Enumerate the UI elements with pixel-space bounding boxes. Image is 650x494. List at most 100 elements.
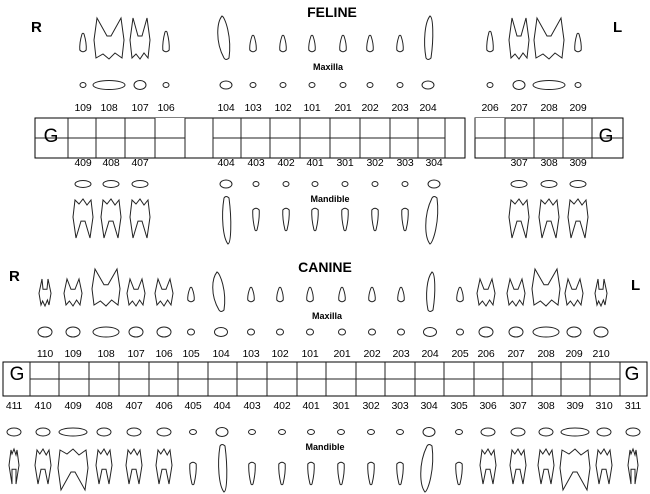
occlusal-view — [219, 179, 233, 189]
feline-upper-tooth-number: 104 — [217, 102, 235, 114]
canine-right-label: R — [9, 268, 20, 285]
canine-lower-tooth-number: 307 — [509, 400, 527, 412]
canine-upper-tooth-number: 109 — [64, 348, 82, 360]
feline-mandible-label: Mandible — [310, 194, 350, 204]
occlusal-view — [538, 427, 554, 437]
feline-lower-tooth-number: 308 — [540, 157, 558, 169]
occlusal-view — [74, 180, 92, 188]
canine-lower-tooth-number: 310 — [595, 400, 613, 412]
incisor-tooth — [366, 34, 374, 53]
occlusal-view — [368, 328, 376, 336]
feline-lower-tooth-number: 303 — [396, 157, 414, 169]
premolar-tooth — [93, 16, 125, 60]
occlusal-view — [396, 429, 404, 435]
molar-tooth — [559, 448, 591, 492]
incisor-tooth — [187, 286, 195, 303]
premolar-tooth — [564, 277, 584, 307]
feline-upper-tooth-number: 108 — [100, 102, 118, 114]
feline-upper-tooth-number: 201 — [334, 102, 352, 114]
occlusal-view — [92, 80, 126, 90]
canine-lower-tooth-number: 410 — [34, 400, 52, 412]
occlusal-view — [337, 429, 345, 435]
premolar-tooth — [63, 277, 83, 307]
feline-lower-tooth-number: 407 — [131, 157, 149, 169]
occlusal-view — [282, 181, 290, 187]
feline-left-label: L — [613, 19, 623, 36]
feline-gingiva-left: G — [43, 126, 59, 147]
occlusal-view — [625, 427, 641, 437]
occlusal-view — [162, 82, 170, 88]
occlusal-view — [422, 427, 436, 437]
incisor-tooth — [396, 461, 404, 486]
canine-upper-tooth-number: 202 — [363, 348, 381, 360]
occlusal-view — [532, 80, 566, 90]
feline-upper-tooth-number: 209 — [569, 102, 587, 114]
occlusal-view — [569, 180, 587, 188]
canine-lower-tooth-number: 302 — [362, 400, 380, 412]
canine-title: CANINE — [298, 259, 352, 275]
molar-tooth — [57, 448, 89, 492]
occlusal-view — [58, 427, 88, 437]
occlusal-view — [249, 82, 257, 88]
occlusal-view — [126, 427, 142, 437]
feline-title: FELINE — [307, 4, 357, 20]
feline-lower-tooth-number: 304 — [425, 157, 443, 169]
occlusal-view — [37, 326, 53, 338]
premolar-tooth — [126, 277, 146, 307]
incisor-tooth — [249, 34, 257, 53]
incisor-tooth — [306, 286, 314, 303]
occlusal-view — [248, 429, 256, 435]
feline-maxilla-label: Maxilla — [312, 62, 344, 72]
occlusal-view — [397, 328, 405, 336]
occlusal-view — [306, 328, 314, 336]
occlusal-view — [156, 326, 172, 338]
incisor-tooth — [456, 286, 464, 303]
feline-upper-tooth-number: 204 — [419, 102, 437, 114]
canine-lower-tooth-number: 404 — [213, 400, 231, 412]
premolar-tooth — [508, 17, 530, 60]
canine-lower-tooth-number: 401 — [302, 400, 320, 412]
molar-tooth — [537, 448, 555, 485]
canine-upper-tooth-number: 104 — [212, 348, 230, 360]
incisor-tooth — [308, 34, 316, 53]
molar-tooth — [567, 198, 589, 239]
occlusal-view — [252, 181, 260, 187]
canine-lower-tooth-number: 407 — [125, 400, 143, 412]
canine-lower-tooth-number: 301 — [332, 400, 350, 412]
incisor-tooth — [276, 286, 284, 303]
molar-tooth — [34, 448, 52, 485]
feline-upper-tooth-number: 103 — [244, 102, 262, 114]
occlusal-view — [338, 328, 346, 336]
canine-mandible-label: Mandible — [305, 442, 345, 452]
feline-upper-tooth-number: 208 — [540, 102, 558, 114]
canine-gingiva-right: G — [624, 364, 640, 385]
occlusal-view — [65, 326, 81, 338]
occlusal-view — [341, 181, 349, 187]
canine-upper-tooth-number: 203 — [392, 348, 410, 360]
molar-tooth — [155, 448, 173, 485]
occlusal-view — [308, 82, 316, 88]
feline-lower-tooth-number: 309 — [569, 157, 587, 169]
premolar-tooth — [531, 267, 561, 307]
occlusal-view — [247, 328, 255, 336]
feline-upper-tooth-number: 202 — [361, 102, 379, 114]
canine-tooth — [424, 15, 434, 60]
canine-upper-tooth-number: 108 — [97, 348, 115, 360]
occlusal-view — [276, 328, 284, 336]
occlusal-view — [187, 328, 195, 336]
molar-tooth — [95, 448, 113, 485]
incisor-tooth — [339, 34, 347, 53]
occlusal-view — [512, 80, 526, 90]
incisor-tooth — [311, 207, 319, 232]
canine-lower-tooth-number: 402 — [273, 400, 291, 412]
occlusal-view — [133, 80, 147, 90]
premolar-tooth — [154, 277, 174, 307]
incisor-tooth — [455, 461, 463, 486]
molar-tooth — [627, 447, 639, 485]
occlusal-view — [540, 180, 558, 188]
canine-tooth — [218, 444, 228, 493]
molar-tooth — [125, 448, 143, 485]
occlusal-view — [596, 427, 612, 437]
occlusal-view — [421, 80, 435, 90]
canine-lower-tooth-number: 308 — [537, 400, 555, 412]
